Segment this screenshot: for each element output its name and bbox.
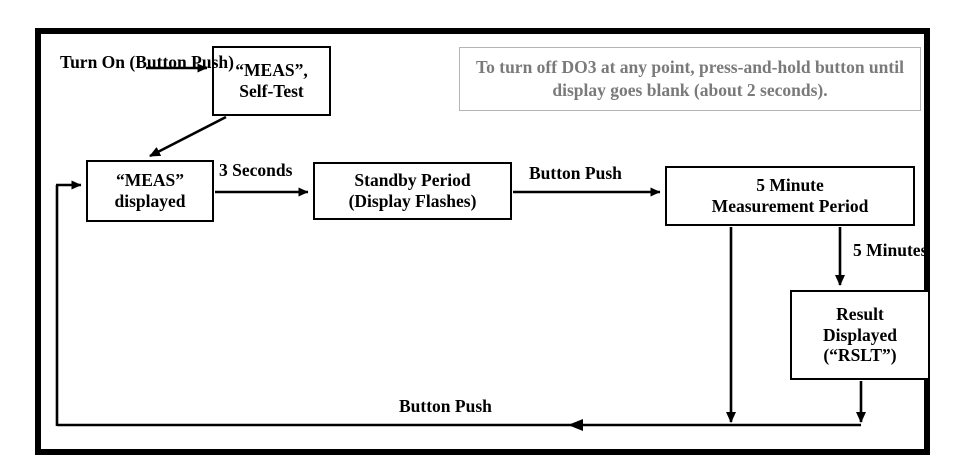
edge-label-three-seconds: 3 Seconds <box>219 160 293 180</box>
node-standby-period-line2: (Display Flashes) <box>348 191 477 211</box>
node-result-displayed-line1: Result <box>836 304 884 325</box>
node-measurement-period-line1: 5 Minute <box>756 175 824 196</box>
edge-label-button-push-return: Button Push <box>399 396 492 416</box>
node-result-displayed-line3: (“RSLT”) <box>823 345 897 366</box>
node-measurement-period-line2: Measurement Period <box>711 196 869 216</box>
edge-label-turn-on-line1: Turn On <box>60 52 126 72</box>
power-off-note-line1: To turn off DO3 at any point, press-and-… <box>476 57 811 78</box>
node-meas-self-test-line2: Self-Test <box>239 81 304 101</box>
node-meas-displayed-line1: “MEAS” <box>115 170 185 191</box>
node-standby-period[interactable]: Standby Period (Display Flashes) <box>313 162 512 220</box>
edge-label-turn-on: Turn On (Button Push) <box>60 52 234 73</box>
power-off-note-line2: button until display goes blank (about 2… <box>552 57 904 100</box>
node-result-displayed-line2: Displayed <box>823 324 897 345</box>
node-meas-displayed[interactable]: “MEAS” displayed <box>86 160 214 222</box>
node-meas-self-test[interactable]: “MEAS”, Self-Test <box>212 46 331 116</box>
node-meas-self-test-line1: “MEAS”, <box>235 60 308 81</box>
power-off-note: To turn off DO3 at any point, press-and-… <box>459 47 921 111</box>
node-measurement-period[interactable]: 5 Minute Measurement Period <box>665 166 915 226</box>
node-meas-displayed-line2: displayed <box>114 191 186 211</box>
edge-label-button-push-to-measure: Button Push <box>529 163 622 183</box>
edge-label-turn-on-line2: (Button Push) <box>129 52 234 72</box>
node-standby-period-line1: Standby Period <box>354 170 471 191</box>
node-result-displayed[interactable]: Result Displayed (“RSLT”) <box>790 290 930 380</box>
edge-label-five-minutes: 5 Minutes <box>853 240 928 260</box>
